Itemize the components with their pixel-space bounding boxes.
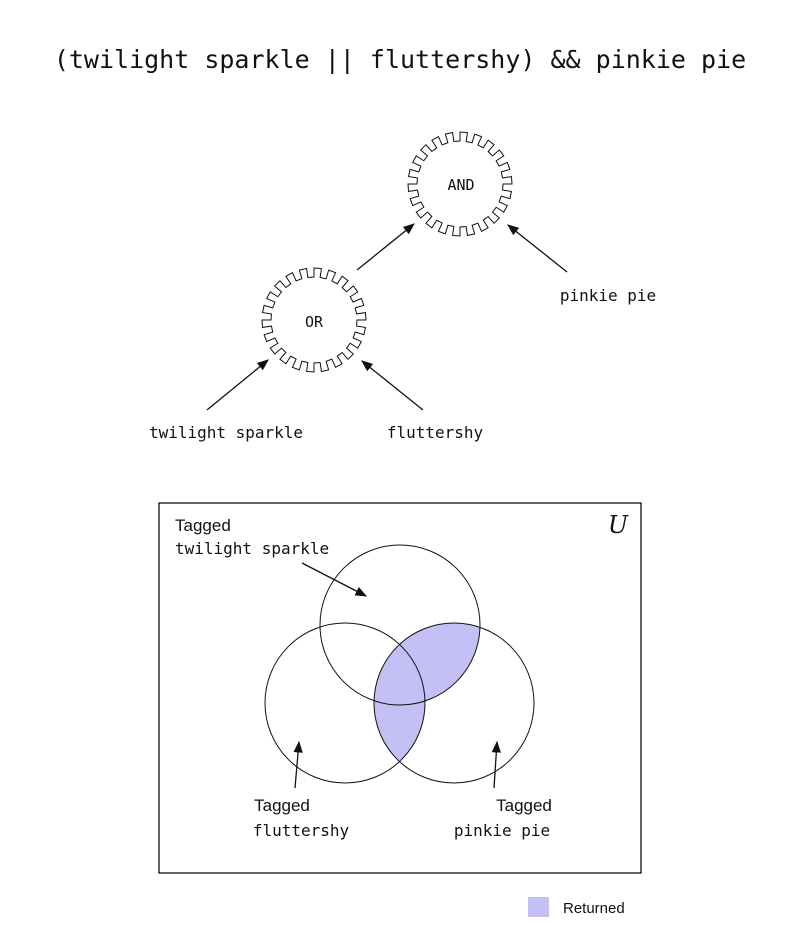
legend-swatch [528, 897, 549, 917]
twilight-set-arrow [301, 562, 368, 597]
pinkie-to-and-arrow [507, 224, 568, 273]
set-twilight-sparkle-circle [319, 544, 481, 706]
and-node-label: AND [447, 176, 474, 194]
fluttershy-to-or-arrow [361, 360, 424, 411]
fluttershy-set-arrow [293, 740, 303, 789]
and-gear-icon [407, 131, 513, 237]
or-to-and-arrow [356, 223, 415, 271]
set-pinkie-pie-circle [373, 622, 535, 784]
expression-title: (twilight sparkle || fluttershy) && pink… [54, 45, 746, 74]
or-gear-icon [261, 267, 367, 373]
or-node-label: OR [305, 313, 324, 331]
twilight-to-or-arrow [206, 359, 269, 411]
legend-label: Returned [563, 900, 625, 917]
set-fluttershy-head: Tagged [254, 796, 310, 815]
returned-region [374, 623, 480, 783]
operand-fluttershy: fluttershy [387, 423, 484, 442]
universe-label: U [608, 511, 629, 539]
set-twilight-head: Tagged [175, 516, 231, 535]
set-fluttershy-tag: fluttershy [253, 821, 350, 840]
query-tree: AND OR pinkie pie twilight sparkle flutt… [149, 131, 656, 442]
set-fluttershy-circle [264, 622, 426, 784]
universe-box [158, 502, 642, 874]
venn-diagram: U Tagged twilight sparkle Tagged flutter… [158, 502, 642, 874]
operand-pinkie-pie: pinkie pie [560, 286, 656, 305]
operand-twilight-sparkle: twilight sparkle [149, 423, 303, 442]
set-twilight-tag: twilight sparkle [175, 539, 329, 558]
set-pinkie-head: Tagged [496, 796, 552, 815]
legend: Returned [528, 897, 625, 917]
pinkie-set-arrow [491, 740, 501, 789]
set-pinkie-tag: pinkie pie [454, 821, 550, 840]
